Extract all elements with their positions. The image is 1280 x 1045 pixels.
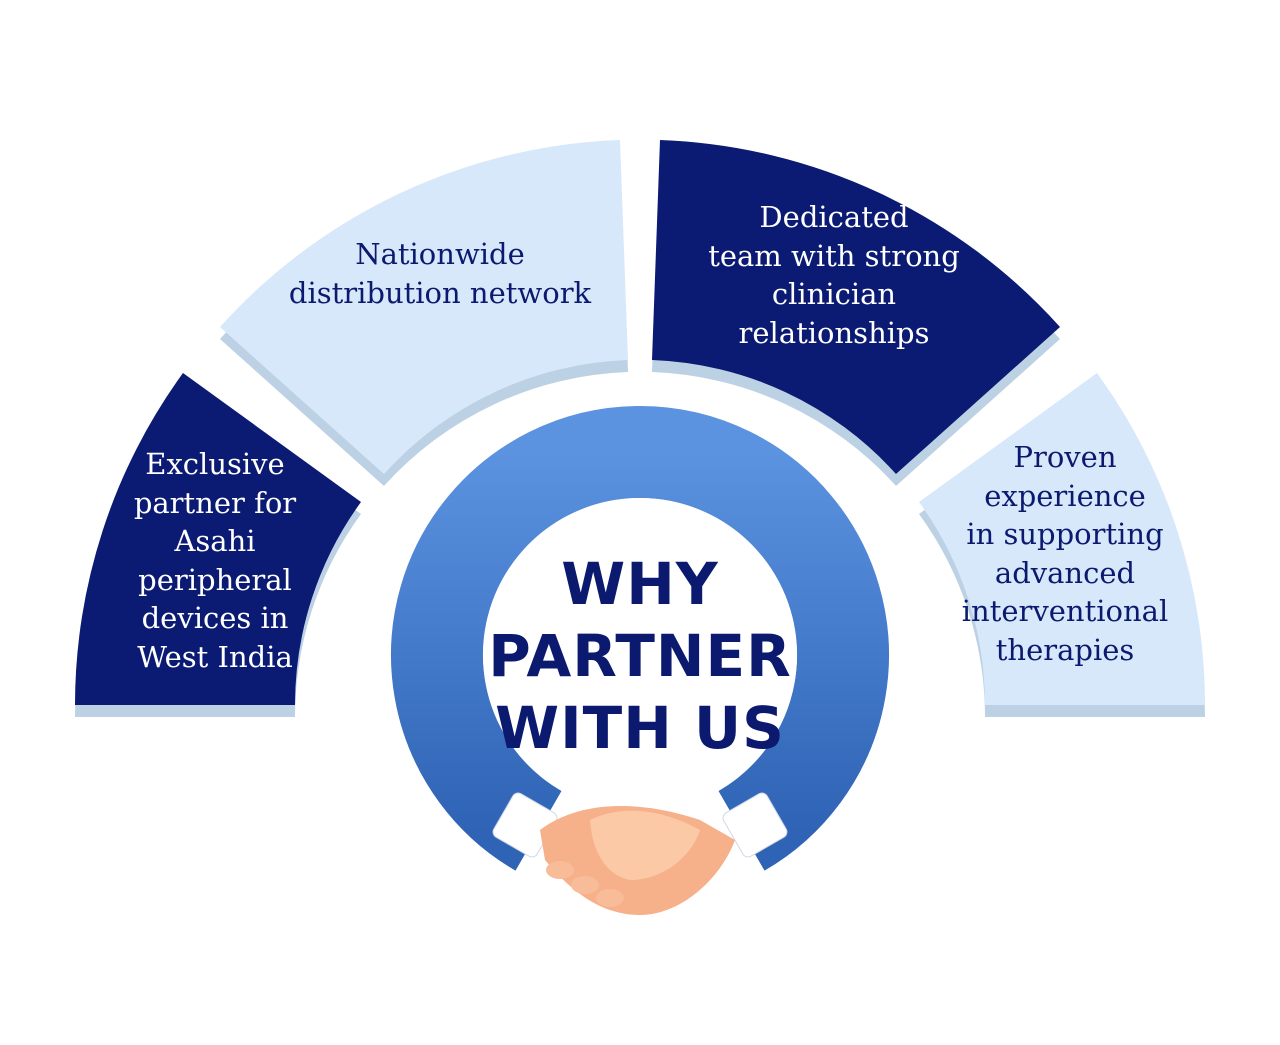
- center-circle: [483, 498, 797, 812]
- text-line: interventional: [961, 594, 1169, 628]
- text-line: peripheral: [138, 562, 292, 597]
- text-line: therapies: [995, 632, 1135, 667]
- segment-text-dedicated-team: Dedicated team with strong clinician rel…: [684, 198, 984, 352]
- title-line: PARTNER: [488, 622, 792, 690]
- text-line: Exclusive: [145, 447, 285, 481]
- text-line: Asahi: [174, 524, 256, 558]
- text-line: clinician: [771, 277, 897, 311]
- segment-nationwide-distribution: [220, 140, 628, 474]
- text-line: in supporting: [966, 517, 1164, 551]
- segment-exclusive-partner: [75, 373, 361, 705]
- text-line: Dedicated: [759, 200, 909, 234]
- text-line: Proven: [1013, 440, 1117, 474]
- text-line: devices in: [141, 601, 289, 635]
- text-line: West India: [137, 639, 293, 674]
- segment-proven-experience: [919, 373, 1205, 705]
- handshake-icon: [492, 792, 788, 915]
- title-line: WITH US: [495, 694, 785, 762]
- text-line: distribution network: [288, 275, 592, 310]
- text-line: team with strong: [708, 238, 960, 273]
- text-line: experience: [984, 478, 1146, 513]
- text-line: advanced: [994, 555, 1136, 590]
- segment-text-exclusive-partner: Exclusive partner for Asahi peripheral d…: [95, 445, 335, 676]
- segment-text-proven-experience: Proven experience in supporting advanced…: [945, 438, 1185, 669]
- text-line: relationships: [738, 315, 930, 350]
- segment-dedicated-team: [652, 140, 1060, 474]
- segment-text-nationwide-distribution: Nationwide distribution network: [270, 235, 610, 312]
- title-line: WHY: [561, 550, 719, 618]
- text-line: partner for: [133, 485, 297, 520]
- text-line: Nationwide: [355, 237, 525, 271]
- center-ring: [391, 406, 889, 871]
- page-title: WHY PARTNER WITH US: [480, 548, 800, 764]
